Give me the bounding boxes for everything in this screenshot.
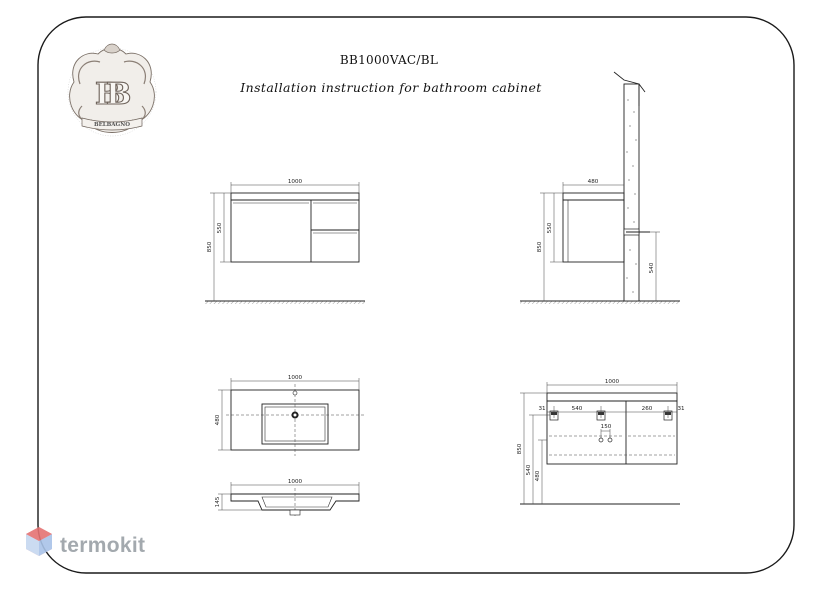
watermark: termokit — [26, 527, 145, 557]
side-countertop — [562, 192, 625, 201]
top-depth-label: 480 — [215, 414, 221, 425]
section-thickness-label: 145 — [215, 496, 221, 507]
pipe-hole-left — [598, 437, 604, 443]
back-countertop — [546, 392, 678, 402]
back-view: 150 1000 31 540 260 31 850 540 480 — [517, 379, 685, 505]
offset-left-label: 31 — [538, 406, 546, 412]
side-depth-label: 480 — [588, 179, 599, 185]
front-width-label: 1000 — [288, 179, 303, 185]
floor-hatch — [205, 301, 365, 304]
basin-section: 1000 145 — [215, 479, 360, 518]
logo-brand-text: BELBAGNO — [94, 122, 130, 128]
span-left-label: 540 — [572, 406, 583, 412]
front-countertop — [230, 192, 360, 201]
front-cabinet — [230, 199, 360, 263]
front-view: 1000 850 550 — [205, 179, 365, 304]
side-mount-height-label: 540 — [649, 262, 655, 273]
back-cabinet — [546, 400, 678, 465]
watermark-text: termokit — [60, 534, 145, 557]
wall-break — [613, 71, 646, 93]
side-cabinet — [562, 199, 625, 263]
front-height-cabinet-label: 550 — [217, 222, 223, 233]
model-code: BB1000VAC/BL — [340, 53, 438, 67]
tap-hole — [292, 390, 298, 396]
drain-outlet — [289, 509, 301, 516]
back-width-label: 1000 — [605, 379, 620, 385]
brand-logo: B B BELBAGNO — [67, 43, 157, 137]
side-view: 480 850 550 540 — [520, 71, 680, 304]
pipe-spacing-label: 150 — [601, 424, 612, 430]
section-width-label: 1000 — [288, 479, 303, 485]
drawing-title: Installation instruction for bathroom ca… — [239, 80, 542, 95]
top-view: 1000 480 — [215, 375, 364, 456]
basin-profile — [230, 493, 360, 511]
side-height-cabinet-label: 550 — [547, 222, 553, 233]
front-height-total-label: 850 — [207, 241, 213, 252]
side-height-total-label: 850 — [537, 241, 543, 252]
span-right-label: 260 — [642, 406, 653, 412]
back-pipe-height-label: 480 — [535, 470, 541, 481]
sheet-border — [37, 16, 795, 574]
wall-section — [623, 83, 640, 302]
wall-speckle — [626, 99, 637, 293]
svg-text:B: B — [106, 77, 131, 112]
watermark-cube-icon — [26, 527, 52, 556]
back-mount-height-label: 540 — [526, 464, 532, 475]
svg-text:B: B — [95, 77, 120, 112]
pipe-hole-right — [607, 437, 613, 443]
offset-right-label: 31 — [677, 406, 685, 412]
top-width-label: 1000 — [288, 375, 303, 381]
back-height-total-label: 850 — [517, 443, 523, 454]
